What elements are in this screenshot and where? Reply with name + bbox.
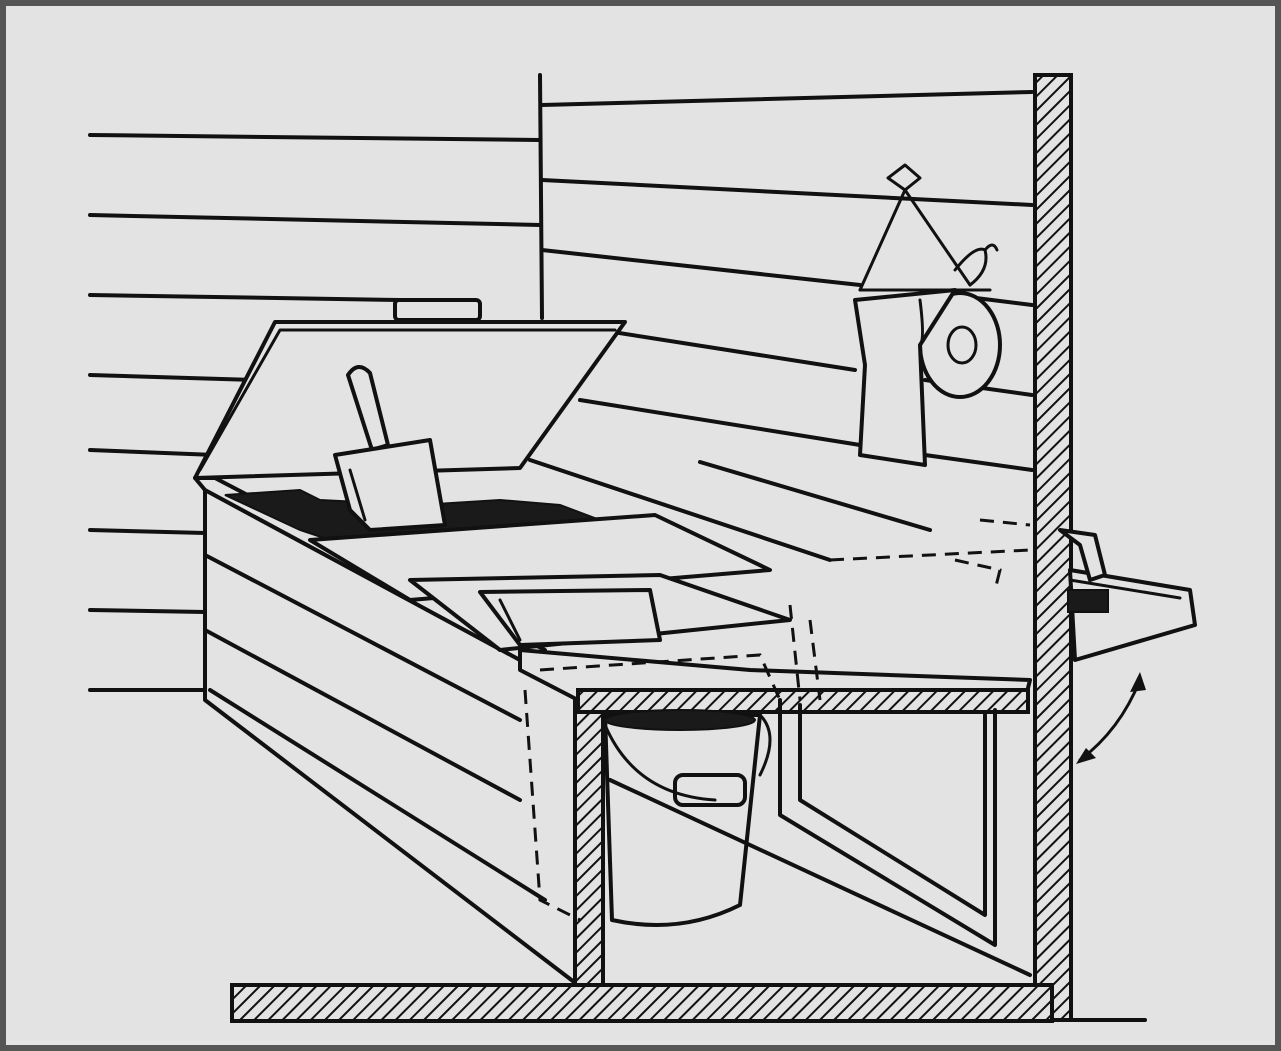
compost-lid-open (193, 298, 627, 480)
scoop (333, 365, 447, 532)
side-wall-section (1033, 73, 1073, 1022)
compost-toilet-diagram (88, 73, 1197, 1023)
floor-section (230, 983, 1054, 1023)
bench-top (308, 513, 792, 652)
seat-front-support (518, 648, 1032, 987)
wall-corner (538, 73, 544, 320)
cabinet-door (608, 698, 1032, 977)
urine-tray (1058, 528, 1197, 662)
wall-siding-left (88, 133, 542, 692)
pivot-arrow (1076, 672, 1146, 764)
bucket (603, 709, 772, 927)
toilet-paper-holder (858, 163, 999, 292)
toilet-paper-roll (853, 288, 1002, 467)
